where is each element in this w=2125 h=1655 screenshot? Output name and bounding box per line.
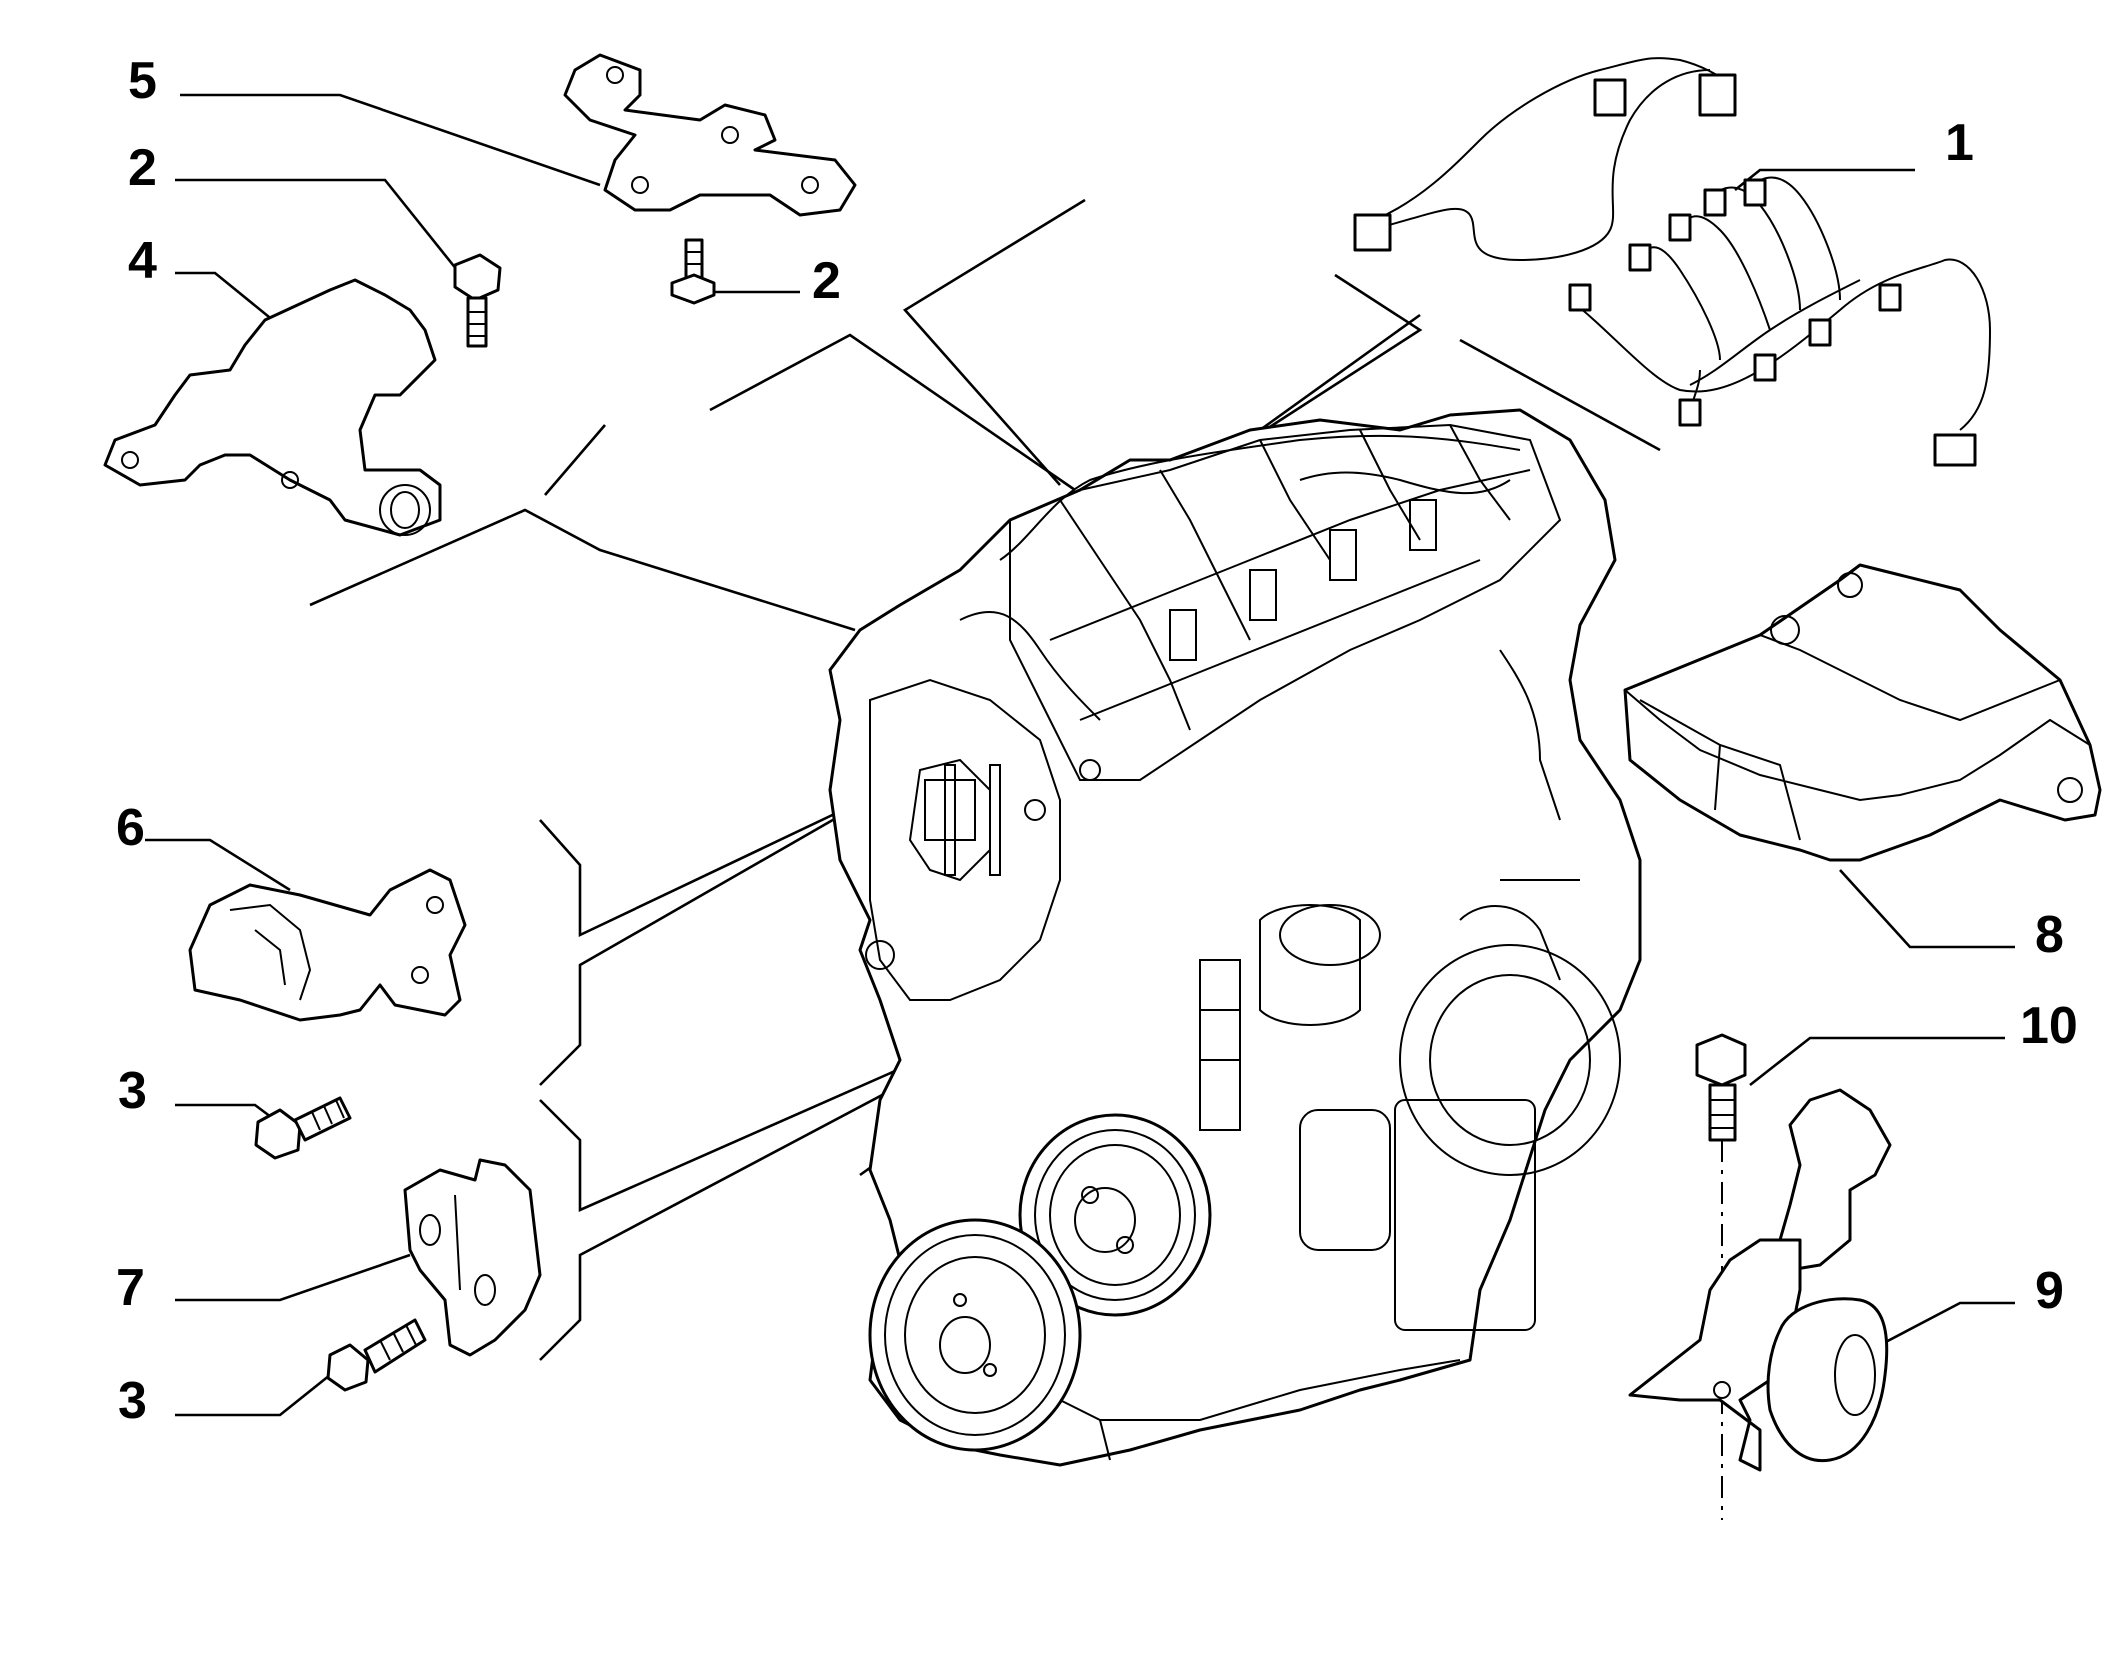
part-3-bolt-upper: [254, 1096, 352, 1160]
callout-1: 1: [1945, 114, 1974, 172]
part-6-clip-bracket: [188, 868, 467, 1022]
callout-2-top-left: 2: [128, 139, 157, 197]
callout-3-lower: 3: [118, 1372, 147, 1430]
callout-9: 9: [2035, 1262, 2064, 1320]
part-1-wiring-harness: [1353, 57, 1992, 467]
part-7-plate: [403, 1158, 542, 1357]
callout-8: 8: [2035, 906, 2064, 964]
part-4-bracket: [103, 278, 442, 537]
callout-6: 6: [116, 799, 145, 857]
part-2-bolt-center: [670, 238, 716, 305]
part-2-bolt-left: [453, 253, 502, 348]
part-9-sensor-bracket: [1628, 1088, 1892, 1472]
callout-5: 5: [128, 52, 157, 110]
part-8-ecu: [1623, 563, 2102, 862]
engine-assembly: [828, 408, 1642, 1467]
callout-10: 10: [2020, 997, 2078, 1055]
callout-2-center: 2: [812, 252, 841, 310]
part-5-bracket: [563, 53, 857, 217]
callout-3-upper: 3: [118, 1062, 147, 1120]
callout-4: 4: [128, 232, 157, 290]
callout-7: 7: [116, 1259, 145, 1317]
part-3-bolt-lower: [326, 1318, 427, 1392]
leader-lines: [145, 93, 2015, 1417]
part-10-bolt: [1695, 1033, 1747, 1520]
